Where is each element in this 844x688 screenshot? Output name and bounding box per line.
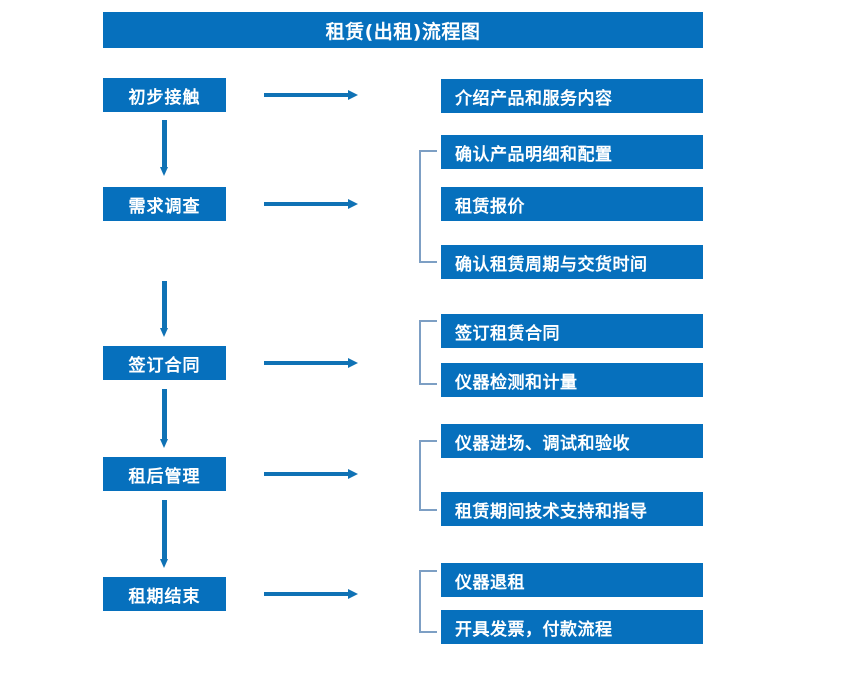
detail-box-2[interactable]: 确认产品明细和配置: [441, 135, 703, 169]
page-title: 租赁(出租)流程图: [103, 12, 703, 48]
down-arrow-3-to-4: [160, 389, 169, 448]
right-arrow-stage-4: [264, 469, 358, 479]
down-arrow-1-to-2: [160, 120, 169, 176]
detail-box-1[interactable]: 介绍产品和服务内容: [441, 79, 703, 113]
detail-box-4[interactable]: 确认租赁周期与交货时间: [441, 245, 703, 279]
detail-box-3[interactable]: 租赁报价: [441, 187, 703, 221]
group-bracket-3: [419, 440, 437, 511]
detail-box-5[interactable]: 签订租赁合同: [441, 314, 703, 348]
detail-box-7[interactable]: 仪器进场、调试和验收: [441, 424, 703, 458]
down-arrow-4-to-5: [160, 500, 169, 568]
right-arrow-stage-3: [264, 358, 358, 368]
group-bracket-1: [419, 150, 437, 263]
detail-box-6[interactable]: 仪器检测和计量: [441, 363, 703, 397]
right-arrow-stage-2: [264, 199, 358, 209]
stage-box-1[interactable]: 初步接触: [103, 78, 226, 112]
group-bracket-4: [419, 570, 437, 633]
right-arrow-stage-1: [264, 90, 358, 100]
stage-box-4[interactable]: 租后管理: [103, 457, 226, 491]
stage-box-2[interactable]: 需求调查: [103, 187, 226, 221]
stage-box-5[interactable]: 租期结束: [103, 577, 226, 611]
detail-box-8[interactable]: 租赁期间技术支持和指导: [441, 492, 703, 526]
detail-box-9[interactable]: 仪器退租: [441, 563, 703, 597]
right-arrow-stage-5: [264, 589, 358, 599]
down-arrow-2-to-3: [160, 281, 169, 337]
group-bracket-2: [419, 320, 437, 385]
detail-box-10[interactable]: 开具发票，付款流程: [441, 610, 703, 644]
stage-box-3[interactable]: 签订合同: [103, 346, 226, 380]
